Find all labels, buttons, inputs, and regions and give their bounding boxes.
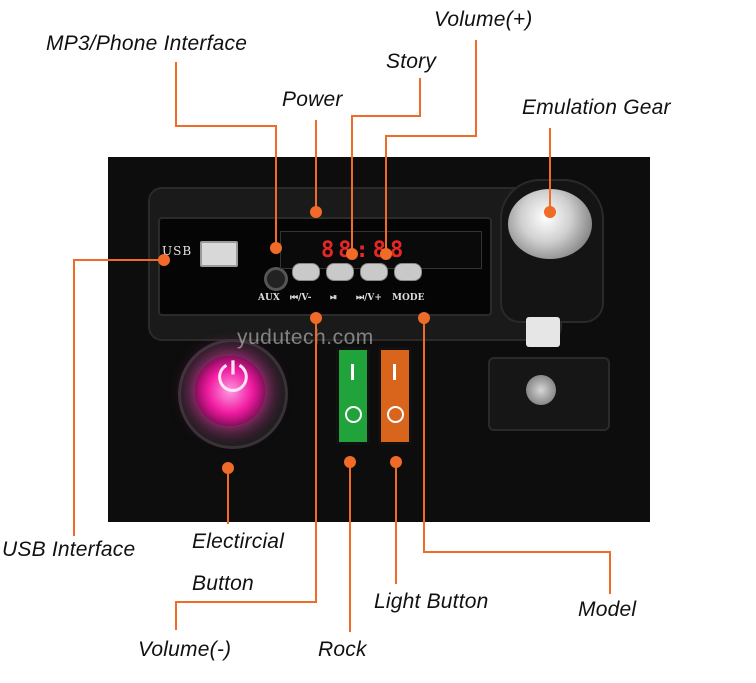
dot-electrical bbox=[222, 462, 234, 474]
screw bbox=[526, 375, 556, 405]
leader-model bbox=[423, 318, 611, 594]
power-icon: ⏻ bbox=[217, 356, 249, 400]
dot-light bbox=[390, 456, 402, 468]
label-model: Model bbox=[578, 598, 637, 621]
gear-peg bbox=[526, 317, 560, 347]
leader-volume-minus bbox=[175, 318, 317, 630]
prev-vol-down-marking: ⏮/V- bbox=[290, 293, 312, 303]
mode-button bbox=[394, 263, 422, 281]
label-mp3-phone-interface: MP3/Phone Interface bbox=[46, 32, 248, 55]
light-on-mark bbox=[393, 364, 396, 380]
mode-marking: MODE bbox=[392, 293, 425, 303]
prev-vol-down-button bbox=[292, 263, 320, 281]
leader-mp3 bbox=[175, 62, 277, 248]
label-usb-interface: USB Interface bbox=[2, 538, 136, 561]
play-button bbox=[326, 263, 354, 281]
light-off-mark bbox=[387, 406, 404, 423]
leader-volume-plus bbox=[385, 40, 477, 254]
label-electrical-line1: Electircial bbox=[192, 530, 285, 553]
rock-off-mark bbox=[345, 406, 362, 423]
dot-usb bbox=[158, 254, 170, 266]
aux-marking: AUX bbox=[258, 293, 280, 303]
next-vol-up-marking: ⏭/V+ bbox=[356, 293, 382, 303]
label-volume-plus: Volume(+) bbox=[434, 8, 533, 31]
next-vol-up-button bbox=[360, 263, 388, 281]
electrical-power-button: ⏻ bbox=[178, 339, 288, 449]
label-emulation-gear: Emulation Gear bbox=[522, 96, 671, 119]
leader-story bbox=[351, 78, 421, 254]
label-story: Story bbox=[386, 50, 437, 73]
leader-usb bbox=[73, 259, 162, 536]
dot-story bbox=[346, 248, 358, 260]
emulation-gear-knob bbox=[500, 179, 604, 323]
dot-mp3 bbox=[270, 242, 282, 254]
dot-volume-plus bbox=[380, 248, 392, 260]
play-marking: ⏯ bbox=[330, 293, 338, 303]
label-electrical-line2: Button bbox=[192, 572, 254, 595]
light-switch bbox=[378, 347, 412, 445]
rock-switch bbox=[336, 347, 370, 445]
dot-volume-minus bbox=[310, 312, 322, 324]
dot-power bbox=[310, 206, 322, 218]
aux-jack bbox=[264, 267, 288, 291]
mp3-module: USB AUX 88:88 ⏮/V- ⏯ ⏭/V+ MODE bbox=[158, 217, 492, 316]
label-rock: Rock bbox=[318, 638, 367, 661]
control-panel-photo: USB AUX 88:88 ⏮/V- ⏯ ⏭/V+ MODE ⏻ bbox=[108, 157, 650, 522]
label-light-button: Light Button bbox=[374, 590, 489, 613]
usb-port bbox=[200, 241, 238, 267]
power-glow bbox=[195, 356, 265, 426]
rock-on-mark bbox=[351, 364, 354, 380]
dot-model bbox=[418, 312, 430, 324]
dot-emulation-gear bbox=[544, 206, 556, 218]
label-volume-minus: Volume(-) bbox=[138, 638, 232, 661]
usb-marking: USB bbox=[162, 244, 193, 258]
dot-rock bbox=[344, 456, 356, 468]
watermark: yudutech.com bbox=[237, 326, 374, 349]
label-power: Power bbox=[282, 88, 343, 111]
